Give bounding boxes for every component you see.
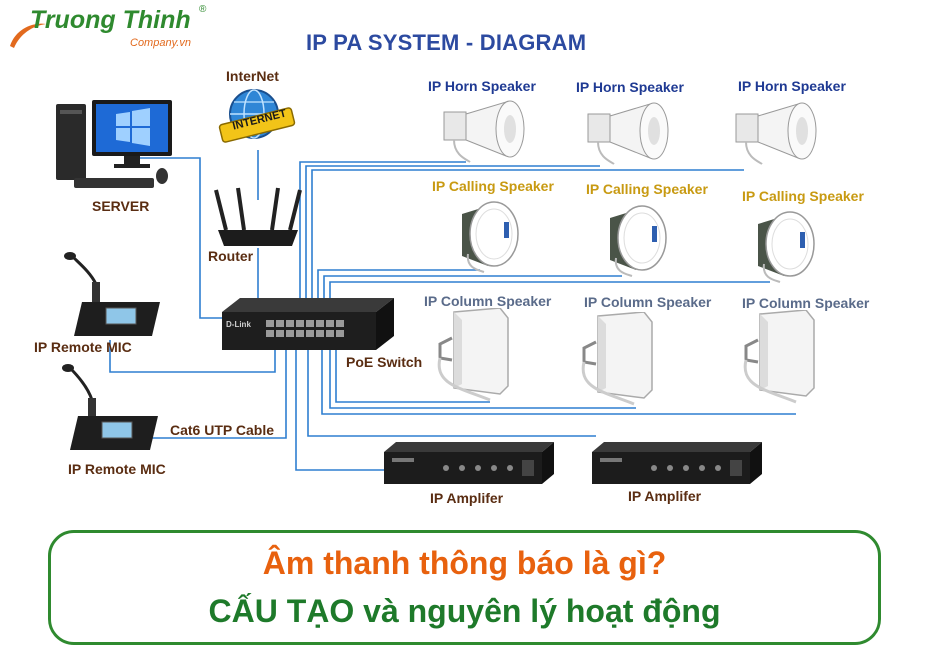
calling-speaker-2-icon [610, 205, 667, 277]
wire-horn-3 [311, 169, 744, 340]
wire-server [140, 157, 222, 319]
horn-speaker-3-icon [735, 102, 817, 165]
router-icon [214, 187, 302, 246]
column-speaker-2-label: IP Column Speaker [584, 294, 712, 310]
brand-subtitle: Company.vn [130, 37, 191, 49]
column-speaker-1-label: IP Column Speaker [424, 293, 552, 309]
server-computer-icon [56, 100, 172, 188]
switch-brand-text: D-Link [226, 320, 251, 329]
remote-mic-2-label: IP Remote MIC [68, 461, 166, 477]
poe-switch-icon [222, 298, 394, 350]
wire-mic-1 [109, 340, 276, 373]
horn-speaker-1-label: IP Horn Speaker [428, 78, 536, 94]
column-speaker-3-icon [743, 310, 815, 404]
server-label: SERVER [92, 198, 150, 214]
wire-horn-2 [305, 165, 600, 340]
horn-speaker-2-icon [587, 102, 669, 165]
calling-speaker-1-icon [462, 201, 519, 273]
column-speaker-2-icon [581, 312, 653, 406]
wire-horn-1 [299, 161, 466, 340]
brand-name: Truong Thinh [30, 6, 191, 34]
wire-amp-1 [295, 350, 386, 471]
wire-amp-2 [307, 350, 596, 437]
calling-speaker-1-label: IP Calling Speaker [432, 178, 554, 194]
remote-mic-2-icon [62, 364, 158, 450]
registered-mark: ® [199, 4, 207, 15]
amplifier-2-icon [592, 442, 762, 484]
poe-switch-label: PoE Switch [346, 354, 423, 370]
wire-column-3 [321, 350, 796, 415]
headline-subtitle: CẤU TẠO và nguyên lý hoạt động [208, 593, 721, 629]
amplifier-2-label: IP Amplifer [628, 488, 702, 504]
wire-calling-3 [329, 281, 770, 340]
horn-speaker-3-label: IP Horn Speaker [738, 78, 846, 94]
column-speaker-3-label: IP Column Speaker [742, 295, 870, 311]
swoosh-icon [10, 23, 46, 48]
horn-speaker-1-icon [443, 100, 525, 163]
amplifier-1-icon [384, 442, 554, 484]
calling-speaker-3-label: IP Calling Speaker [742, 188, 864, 204]
diagram-title: IP PA SYSTEM - DIAGRAM [306, 30, 587, 55]
calling-speaker-3-icon [758, 211, 815, 283]
router-label: Router [208, 248, 254, 264]
remote-mic-1-icon [64, 252, 160, 336]
remote-mic-1-label: IP Remote MIC [34, 339, 132, 355]
headline-banner: Âm thanh thông báo là gì? CẤU TẠO và ngu… [48, 530, 881, 645]
column-speaker-1-icon [437, 308, 509, 402]
wire-mic-2 [150, 350, 287, 439]
calling-speaker-2-label: IP Calling Speaker [586, 181, 708, 197]
amplifier-1-label: IP Amplifer [430, 490, 504, 506]
cable-label: Cat6 UTP Cable [170, 422, 274, 438]
horn-speaker-2-label: IP Horn Speaker [576, 79, 684, 95]
wire-column-1 [335, 350, 490, 403]
internet-label: InterNet [226, 68, 279, 84]
headline-question: Âm thanh thông báo là gì? [262, 545, 667, 581]
wire-column-2 [329, 350, 636, 409]
internet-globe-icon [218, 89, 296, 143]
